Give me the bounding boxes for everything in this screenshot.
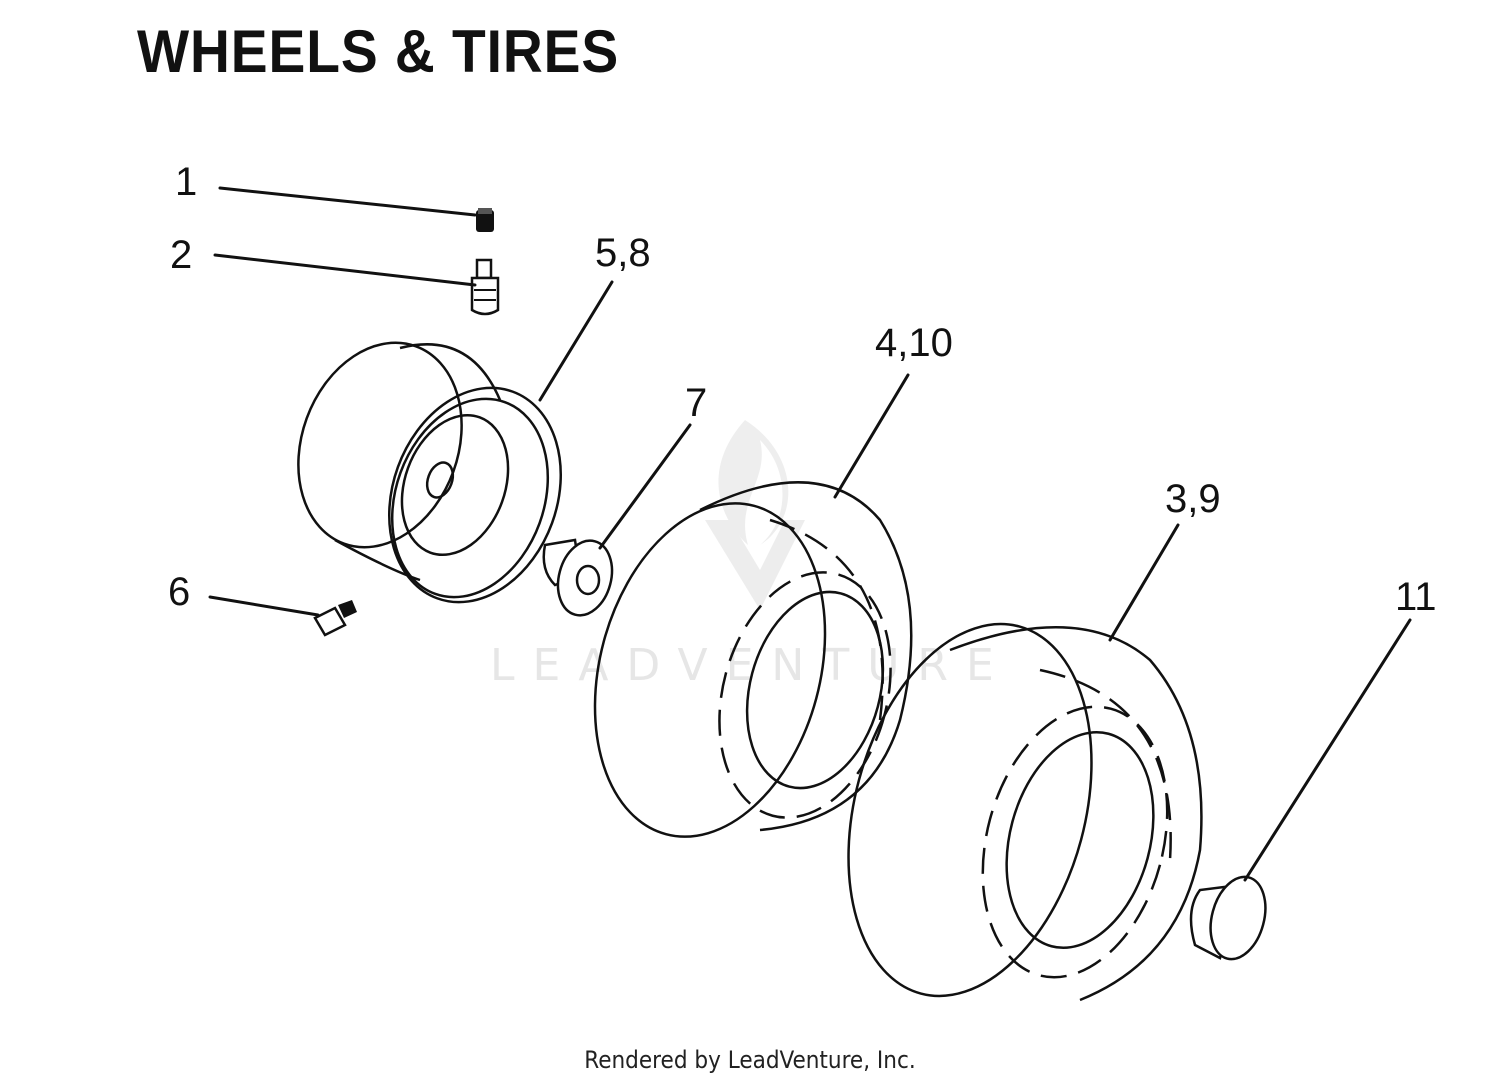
bushing-part (542, 538, 614, 617)
page-title: WHEELS & TIRES (137, 18, 620, 85)
callout-7: 7 (685, 381, 707, 425)
wheel-rim-part (297, 341, 562, 604)
footer-credit: Rendered by LeadVenture, Inc. (584, 1046, 916, 1074)
watermark-logo (705, 420, 805, 610)
rear-tire-part (847, 622, 1203, 1002)
callout-5-8: 5,8 (595, 231, 651, 275)
callout-11: 11 (1395, 575, 1437, 619)
callout-6: 6 (168, 570, 190, 614)
callout-4-10: 4,10 (875, 321, 953, 365)
leader-lines (208, 186, 1412, 882)
valve-cap-part (476, 208, 494, 232)
valve-stem-part (470, 258, 500, 316)
grease-fitting-part (313, 600, 357, 637)
callout-3-9: 3,9 (1165, 477, 1221, 521)
hub-cap-part (1189, 875, 1267, 961)
callout-1: 1 (175, 160, 197, 204)
callout-2: 2 (170, 233, 192, 277)
